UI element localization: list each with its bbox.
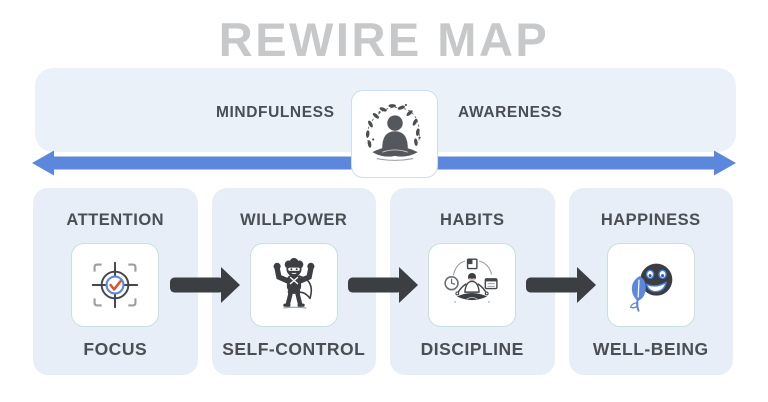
focus-target-icon (71, 243, 160, 327)
card-top-label: HAPPINESS (600, 211, 701, 229)
meditation-card (351, 90, 438, 178)
card-top-label: WILLPOWER (240, 211, 348, 229)
card-top-label: HABITS (440, 211, 505, 229)
meditation-figure-icon (355, 94, 435, 174)
card-bottom-label: SELF-CONTROL (222, 339, 366, 359)
flow-arrow-icon (525, 265, 597, 305)
card-top-label: ATTENTION (66, 211, 165, 229)
card-bottom-label: FOCUS (83, 339, 148, 359)
superhero-icon (249, 243, 338, 327)
awareness-label: AWARENESS (458, 104, 563, 121)
flow-arrow-icon (347, 265, 419, 305)
card-happiness: HAPPINESS WELL-BEING (568, 188, 733, 375)
card-bottom-label: DISCIPLINE (420, 339, 524, 359)
card-bottom-label: WELL-BEING (592, 339, 709, 359)
card-willpower: WILLPOWER (211, 188, 376, 375)
meditating-person-icon (428, 243, 517, 327)
page-title: REWIRE MAP (218, 13, 550, 66)
smiley-leaf-icon (606, 243, 695, 327)
mindfulness-label: MINDFULNESS (216, 104, 335, 121)
flow-arrow-icon (169, 265, 241, 305)
